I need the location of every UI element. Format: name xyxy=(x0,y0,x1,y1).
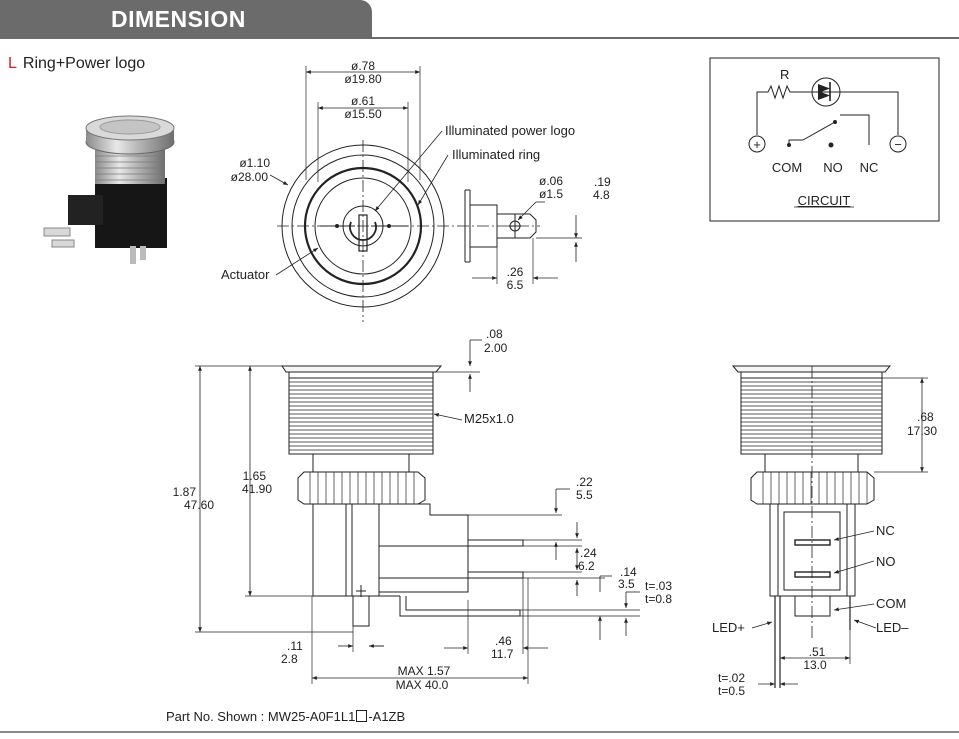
part-number-suffix: -A1ZB xyxy=(368,709,406,724)
part-number-prefix: Part No. Shown : MW25-A0F1L1 xyxy=(166,709,356,724)
terminal3-mm: 3.5 xyxy=(618,577,635,591)
front-view xyxy=(731,365,928,688)
resistor-label: R xyxy=(780,67,789,82)
total-height-inch: 1.87 xyxy=(173,485,197,499)
cap-height-mm: 2.00 xyxy=(484,341,508,355)
variant-letter: L xyxy=(8,55,17,72)
hole-dia-mm: ø1.5 xyxy=(539,187,563,201)
side-view xyxy=(195,339,640,684)
body-height-mm: 41.90 xyxy=(242,482,272,496)
max-length-inch: MAX 1.57 xyxy=(398,664,451,678)
product-photo xyxy=(43,115,175,264)
cap-height-inch: .08 xyxy=(486,327,503,341)
led-plus-label: LED+ xyxy=(712,620,745,635)
inner-dia-mm: ø15.50 xyxy=(344,107,382,121)
top-view xyxy=(269,66,582,322)
terminal-width-mm: 4.8 xyxy=(593,188,610,202)
front-no: NO xyxy=(876,554,896,569)
pin-thickness-inch: t=.02 xyxy=(718,671,745,685)
terminal-offset-inch: .26 xyxy=(507,265,524,279)
terminal1-mm: 5.5 xyxy=(576,488,593,502)
plus-terminal: + xyxy=(753,137,761,152)
terminal1-inch: .22 xyxy=(576,475,593,489)
terminal-width-inch: .19 xyxy=(594,175,611,189)
header-rule xyxy=(0,37,959,39)
pin-pitch-mm: 13.0 xyxy=(803,658,827,672)
front-height-mm: 17.30 xyxy=(907,424,937,438)
variant-name: Ring+Power logo xyxy=(22,55,146,72)
body-height-inch: 1.65 xyxy=(243,469,267,483)
inner-dia-inch: ø.61 xyxy=(351,94,375,108)
minus-terminal: − xyxy=(894,137,902,152)
circuit-diagram: R + − COM NO NC CIRCUIT xyxy=(709,57,940,222)
base-offset-inch: .11 xyxy=(287,639,303,653)
terminal2-inch: .24 xyxy=(580,546,597,560)
circuit-no: NO xyxy=(823,160,843,175)
terminal-thickness-inch: t=.03 xyxy=(645,579,672,593)
front-height-inch: .68 xyxy=(917,410,934,424)
footer-rule xyxy=(0,731,959,733)
callout-power-logo: Illuminated power logo xyxy=(445,123,575,138)
front-view-labels: .68 17.30 NC NO COM LED+ LED– .51 13.0 t… xyxy=(712,410,937,698)
circuit-title: CIRCUIT xyxy=(798,193,851,208)
callout-actuator: Actuator xyxy=(221,267,270,282)
pin-pitch-inch: .51 xyxy=(809,645,826,659)
terminal-offset-mm: 6.5 xyxy=(507,278,524,292)
pin-thickness-mm: t=0.5 xyxy=(718,684,745,698)
front-nc: NC xyxy=(876,523,895,538)
terminal-depth-mm: 11.7 xyxy=(491,647,514,661)
callout-ring: Illuminated ring xyxy=(452,147,540,162)
terminal-depth-inch: .46 xyxy=(495,634,512,648)
terminal3-inch: .14 xyxy=(620,565,637,579)
total-height-mm: 47.60 xyxy=(184,498,214,512)
header-tab xyxy=(0,0,372,38)
thread-spec: M25x1.0 xyxy=(464,411,514,426)
circuit-nc: NC xyxy=(860,160,879,175)
outer-dia-mm: ø19.80 xyxy=(344,72,382,86)
side-view-labels: .08 2.00 M25x1.0 1.87 47.60 1.65 41.90 .… xyxy=(173,327,673,692)
terminal2-mm: 6.2 xyxy=(578,559,595,573)
bezel-dia-mm: ø28.00 xyxy=(231,170,269,184)
max-length-mm: MAX 40.0 xyxy=(396,678,449,692)
circuit-com: COM xyxy=(772,160,802,175)
bezel-dia-inch: ø1.10 xyxy=(239,156,270,170)
base-offset-mm: 2.8 xyxy=(281,652,298,666)
front-com: COM xyxy=(876,596,906,611)
part-number: Part No. Shown : MW25-A0F1L1 -A1ZB xyxy=(166,709,405,724)
top-view-labels: ø.78 ø19.80 ø.61 ø15.50 ø1.10 ø28.00 Ill… xyxy=(221,59,611,292)
variant-label: L Ring+Power logo xyxy=(8,55,145,73)
outer-dia-inch: ø.78 xyxy=(351,59,375,73)
hole-dia-inch: ø.06 xyxy=(539,174,563,188)
section-title: DIMENSION xyxy=(111,6,246,32)
option-box xyxy=(356,710,368,722)
terminal-thickness-mm: t=0.8 xyxy=(645,592,672,606)
led-minus-label: LED– xyxy=(876,620,909,635)
